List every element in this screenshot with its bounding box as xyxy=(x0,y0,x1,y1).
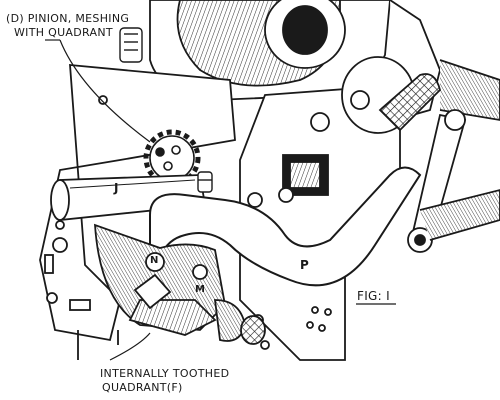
connecting-link xyxy=(407,109,500,253)
leader-lines xyxy=(45,39,151,361)
quadrant-callout: INTERNALLY TOOTHED QUADRANT(F) xyxy=(100,367,229,395)
lever-p xyxy=(149,166,422,287)
centre-bolt xyxy=(197,171,213,193)
part-letter-j: J xyxy=(114,181,119,195)
quadrant-callout-line1: INTERNALLY TOOTHED xyxy=(100,367,230,380)
lever-handle xyxy=(341,56,441,134)
part-letter-p: P xyxy=(300,258,309,272)
part-letter-m: M xyxy=(195,284,205,295)
pinion-callout: (D) PINION, MESHING WITH QUADRANT xyxy=(6,12,129,40)
quadrant-callout-line2: QUADRANT(F) xyxy=(102,381,183,394)
pinion-callout-line1: (D) PINION, MESHING xyxy=(6,12,130,25)
part-letter-n: N xyxy=(150,255,159,266)
figure-label: FIG: I xyxy=(357,289,390,303)
pinion-callout-line2: WITH QUADRANT xyxy=(14,26,113,39)
internal-quadrant xyxy=(94,223,266,345)
top-bolt xyxy=(119,27,143,63)
upper-casing xyxy=(149,0,500,121)
